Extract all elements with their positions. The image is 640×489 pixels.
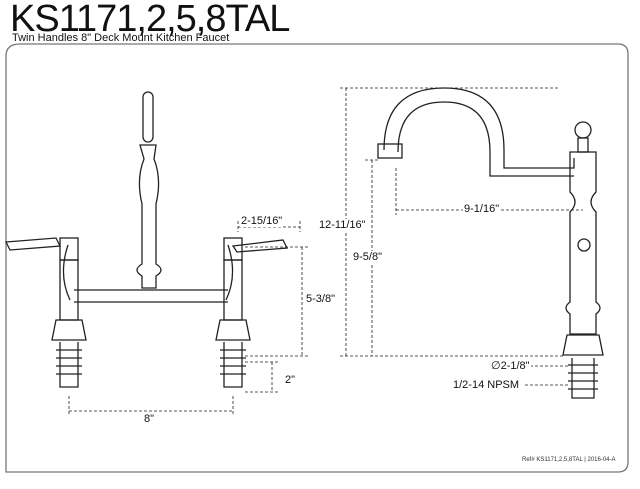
page-title: KS1171,2,5,8TAL	[10, 0, 290, 40]
dim-center-spread: 8"	[143, 413, 156, 425]
dim-thread: 1/2-14 NPSM	[452, 379, 521, 391]
dim-body-height: 5-3/8"	[305, 293, 336, 305]
dim-handle-offset: 2-15/16"	[240, 215, 284, 227]
drawing-border	[5, 43, 629, 473]
dim-spout-reach: 9-1/16"	[463, 203, 501, 215]
front-view-dimension-lines	[68, 221, 308, 414]
side-view-faucet	[377, 87, 604, 399]
dim-spout-clearance: 9-5/8"	[352, 251, 383, 263]
dim-total-height: 12-11/16"	[318, 219, 367, 231]
front-view-faucet	[4, 91, 289, 388]
side-view-dimension-lines	[340, 87, 583, 386]
dim-shank-length: 2"	[284, 374, 297, 386]
page-subtitle: Twin Handles 8" Deck Mount Kitchen Fauce…	[12, 32, 230, 44]
footer-ref: Ref# KS1171,2,5,8TAL | 2016-04-A	[522, 457, 616, 463]
dim-base-diameter: ∅2-1/8"	[490, 359, 531, 372]
